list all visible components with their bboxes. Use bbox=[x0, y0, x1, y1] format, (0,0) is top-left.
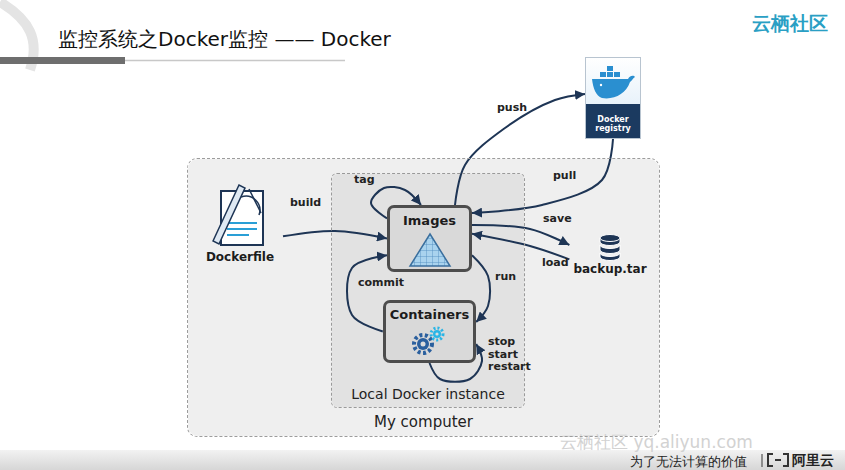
flow-arrow bbox=[283, 231, 387, 239]
node-text: Docker registry bbox=[588, 116, 638, 134]
images-box: Images bbox=[387, 205, 472, 272]
disk-icon bbox=[598, 233, 622, 261]
footer-separator bbox=[761, 454, 762, 467]
node-text: My computer bbox=[374, 413, 473, 431]
edge-label: build bbox=[290, 197, 321, 210]
node-text: Dockerfile bbox=[206, 250, 274, 264]
edge-label: commit bbox=[358, 277, 404, 290]
title-rule bbox=[125, 60, 345, 62]
gears-icon bbox=[407, 325, 451, 357]
flow-arrow bbox=[455, 94, 585, 205]
registry-node: Docker registry bbox=[585, 57, 641, 139]
flow-arrow bbox=[347, 255, 387, 331]
computer-region: My computer Local Docker instance Images C… bbox=[187, 158, 660, 437]
dockerfile-node: Dockerfile bbox=[197, 183, 283, 275]
flow-arrow bbox=[472, 234, 569, 260]
region-fill bbox=[188, 159, 659, 436]
footer-brand: 阿里云 bbox=[792, 452, 834, 470]
node-text: Local Docker instance bbox=[351, 386, 505, 403]
docker-whale-icon bbox=[588, 62, 638, 106]
edge-label: stop start restart bbox=[488, 336, 534, 374]
backup-node: backup.tar bbox=[569, 233, 650, 281]
flow-arrow bbox=[472, 139, 613, 213]
node-text: Containers bbox=[390, 307, 469, 323]
title-bar bbox=[0, 57, 125, 64]
node-text: Images bbox=[403, 213, 456, 229]
containers-box: Containers bbox=[383, 300, 476, 363]
slide-title: 监控系统之Docker监控 —— Docker bbox=[58, 26, 391, 53]
brand-logo-text: 云栖社区 bbox=[752, 11, 828, 37]
footer-bar bbox=[0, 450, 845, 470]
flow-arrow bbox=[472, 225, 569, 245]
watermark: 云栖社区 yq.aliyun.com bbox=[560, 431, 753, 454]
edge-label: tag bbox=[354, 174, 375, 187]
edge-label: save bbox=[543, 213, 572, 226]
edge-label: pull bbox=[553, 170, 576, 183]
edge-label: push bbox=[497, 102, 527, 115]
footer-slogan: 为了无法计算的价值 bbox=[630, 453, 747, 470]
dockerfile-icon bbox=[209, 183, 271, 249]
edge-label: run bbox=[495, 271, 516, 284]
image-stack-icon bbox=[408, 232, 452, 268]
aliyun-logo bbox=[768, 454, 788, 466]
node-text: backup.tar bbox=[573, 262, 646, 276]
edge-label: load bbox=[542, 257, 569, 270]
